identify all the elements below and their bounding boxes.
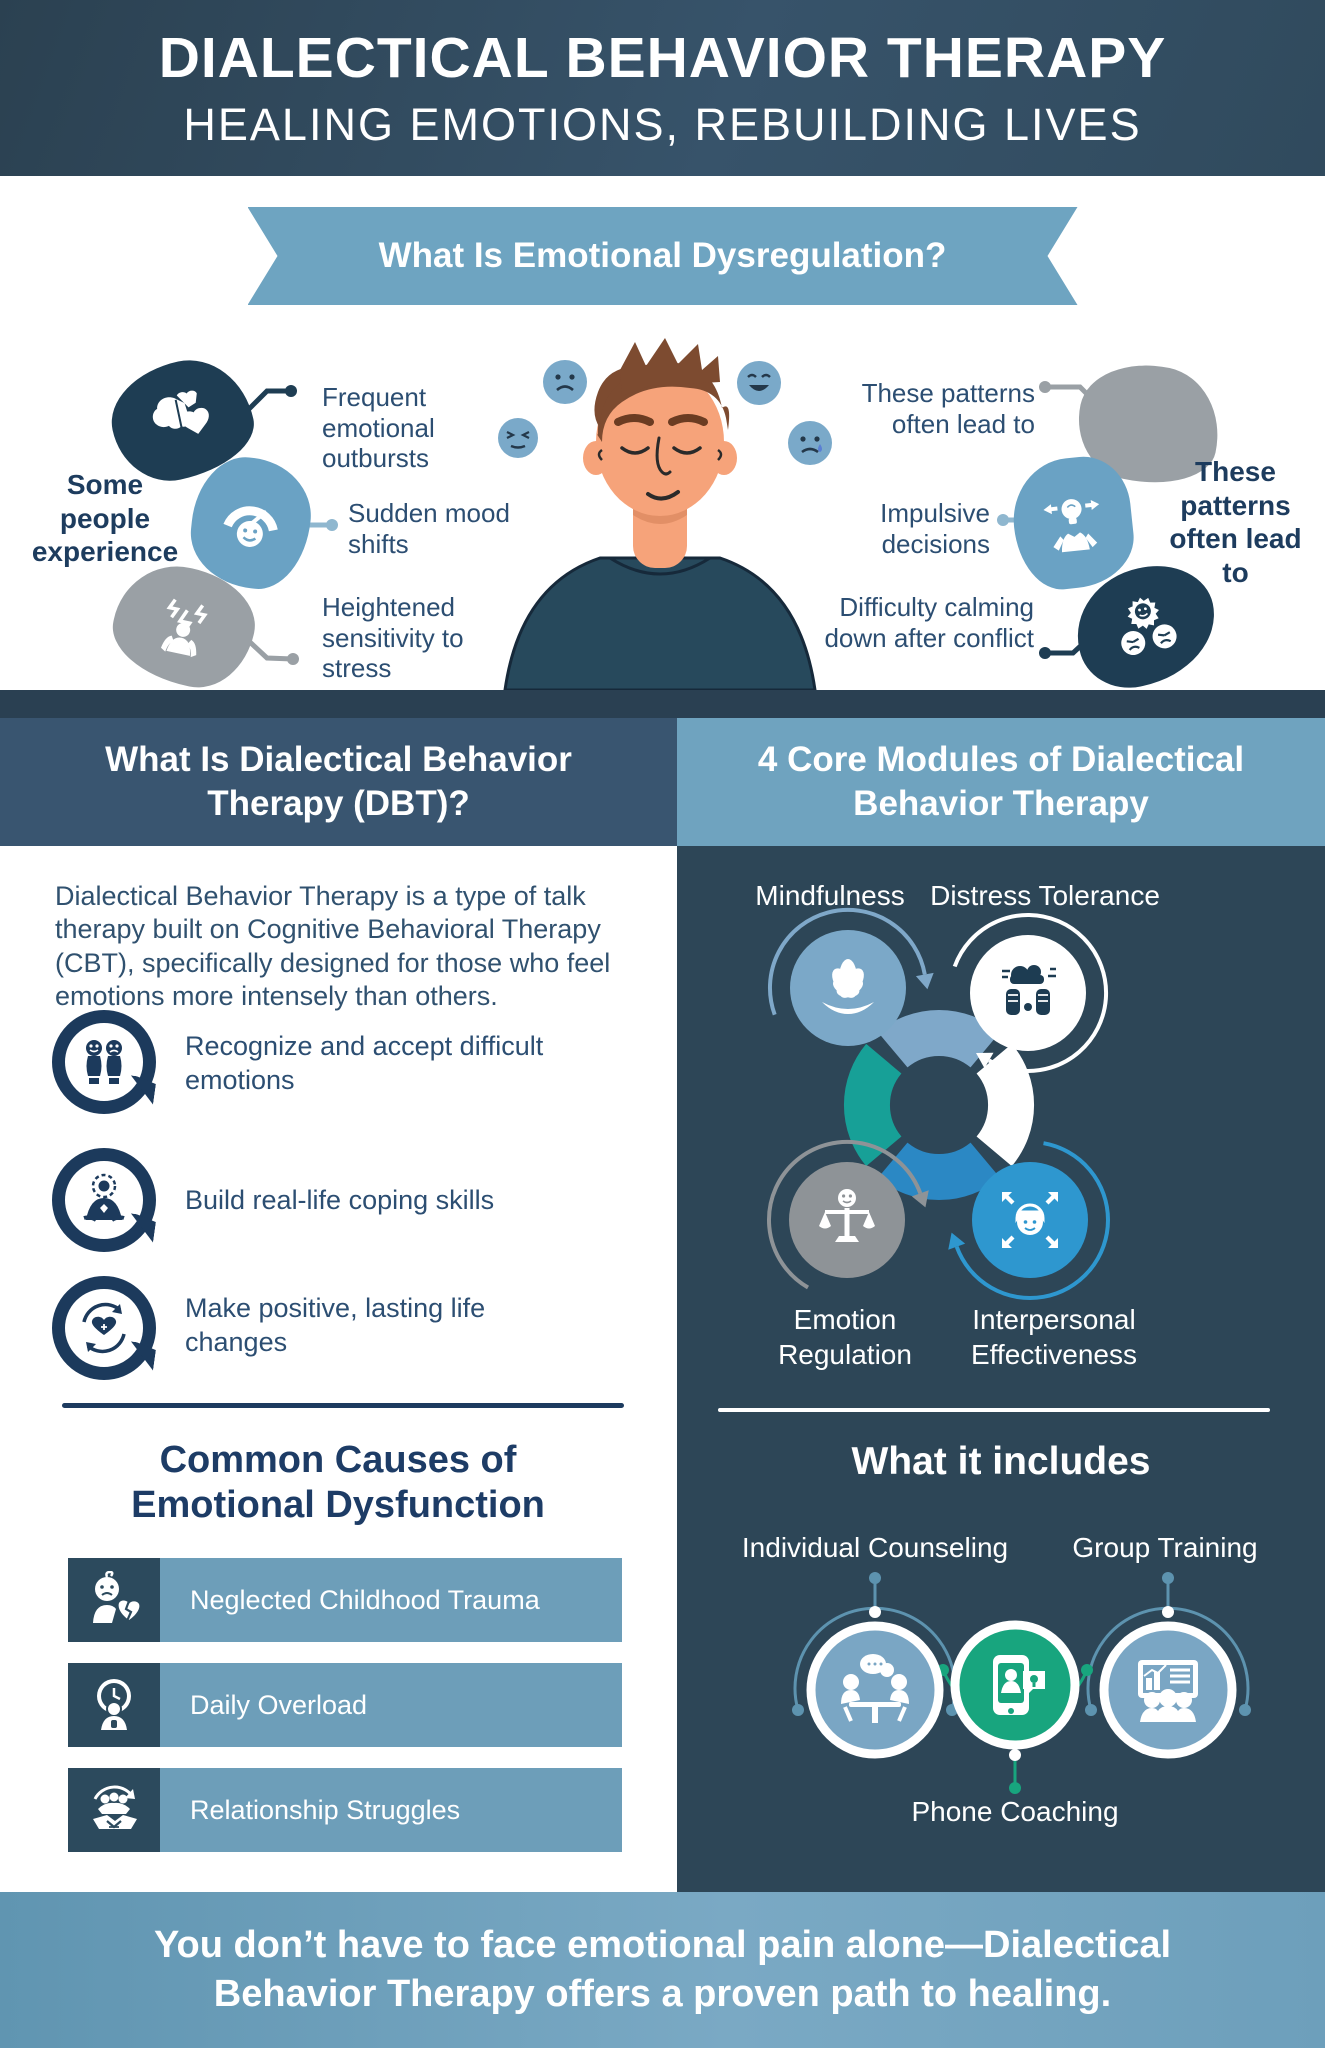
brain-heart-icon	[152, 390, 209, 434]
mood-gauge-icon	[223, 506, 278, 547]
module-label-emotion: Emotion Regulation	[778, 1304, 912, 1370]
cause-bar: Daily Overload	[160, 1663, 622, 1747]
modules-section-header: 4 Core Modules of Dialectical Behavior T…	[677, 718, 1325, 846]
squint-emoji-icon	[498, 418, 538, 458]
left-cluster-label: Some people experience	[31, 469, 179, 568]
conflict-blob	[1065, 554, 1227, 698]
phone-coaching-icon	[993, 1655, 1045, 1715]
cause-bar: Relationship Struggles	[160, 1768, 622, 1852]
childhood-trauma-icon	[68, 1558, 160, 1642]
cause-row-daily-overload: Daily Overload	[68, 1663, 622, 1747]
core-modules-diagram	[767, 907, 1110, 1301]
left-divider	[62, 1403, 624, 1408]
page-subtitle: HEALING EMOTIONS, REBUILDING LIVES	[183, 99, 1142, 150]
coping-skills-icon	[83, 1173, 125, 1222]
distress-tolerance-icon	[1002, 965, 1056, 1015]
mood-shifts-blob	[185, 452, 317, 594]
footer-banner: You don’t have to face emotional pain al…	[0, 1892, 1325, 2048]
life-change-icon	[82, 1302, 126, 1354]
relationship-icon	[68, 1768, 160, 1852]
dbt-heading: What Is Dialectical Behavior Therapy (DB…	[105, 740, 572, 823]
cause-text: Neglected Childhood Trauma	[190, 1584, 540, 1615]
section-divider-band	[0, 690, 1325, 718]
accept-emotions-bubble	[52, 1010, 156, 1114]
lotus-icon	[822, 959, 874, 1014]
ribbon-title: What Is Emotional Dysregulation?	[378, 236, 947, 275]
impulsive-idea-icon	[1043, 499, 1100, 553]
stress-sensitivity-blob	[103, 554, 265, 698]
dys-item-impulsive: Impulsive decisions	[880, 498, 990, 559]
right-cluster-label: These patterns often lead to	[1169, 456, 1302, 588]
dbt-point: Build real-life coping skills	[185, 1185, 495, 1215]
daily-overload-icon	[68, 1663, 160, 1747]
cause-row-childhood-trauma: Neglected Childhood Trauma	[68, 1558, 622, 1642]
dys-item-conflict: Difficulty calming down after conflict	[824, 592, 1034, 653]
emotion-balance-icon	[819, 1189, 875, 1242]
dys-item-stress: Heightened sensitivity to stress	[322, 592, 464, 684]
coping-skills-bubble	[52, 1148, 156, 1252]
cause-row-relationship: Relationship Struggles	[68, 1768, 622, 1852]
dbt-point: Make positive, lasting life changes	[185, 1293, 486, 1357]
includes-heading: What it includes	[851, 1440, 1151, 1483]
footer-text: You don’t have to face emotional pain al…	[153, 1923, 1172, 2015]
impulsive-blob	[1007, 452, 1139, 594]
dbt-section-header: What Is Dialectical Behavior Therapy (DB…	[0, 718, 677, 846]
include-label-group: Group Training	[1072, 1532, 1258, 1563]
causes-heading: Common Causes of Emotional Dysfunction	[131, 1439, 545, 1526]
conflict-faces-icon	[1121, 597, 1177, 656]
life-change-bubble	[52, 1276, 156, 1380]
interpersonal-icon	[1002, 1192, 1058, 1248]
sad-emoji-icon	[543, 360, 587, 404]
outbursts-blob	[101, 348, 263, 492]
stress-person-icon	[160, 598, 208, 658]
dbt-paragraph: Dialectical Behavior Therapy is a type o…	[55, 881, 611, 1012]
module-label-interpersonal: Interpersonal Effectiveness	[970, 1304, 1138, 1370]
page-title: DIALECTICAL BEHAVIOR THERAPY	[158, 26, 1167, 90]
header-banner: DIALECTICAL BEHAVIOR THERAPY HEALING EMO…	[0, 0, 1325, 176]
include-label-phone: Phone Coaching	[911, 1796, 1119, 1827]
counseling-icon	[841, 1654, 909, 1723]
dys-item-mood-shifts: Sudden mood shifts	[348, 498, 510, 559]
group-training-icon	[1138, 1660, 1198, 1722]
section-ribbon: What Is Emotional Dysregulation?	[248, 207, 1078, 305]
module-label-mindfulness: Mindfulness	[755, 880, 905, 911]
cause-text: Relationship Struggles	[190, 1794, 461, 1825]
modules-heading: 4 Core Modules of Dialectical Behavior T…	[757, 740, 1245, 823]
dys-item-outbursts: Frequent emotional outbursts	[322, 382, 435, 474]
accept-emotions-icon	[86, 1040, 122, 1084]
dbt-point: Recognize and accept difficult emotions	[185, 1031, 544, 1095]
include-label-counseling: Individual Counseling	[741, 1532, 1009, 1563]
cause-bar: Neglected Childhood Trauma	[160, 1558, 622, 1642]
cause-text: Daily Overload	[190, 1689, 368, 1720]
counseling-circle	[806, 1621, 944, 1759]
module-label-distress: Distress Tolerance	[930, 880, 1160, 911]
happy-emoji-icon	[737, 361, 781, 405]
includes-diagram	[792, 1572, 1251, 1794]
calm-man-illustration	[503, 338, 817, 690]
dys-item-patterns: These patterns often lead to	[861, 378, 1035, 439]
teary-emoji-icon	[788, 421, 832, 465]
distress-circle	[970, 935, 1086, 1051]
right-divider	[718, 1408, 1270, 1412]
